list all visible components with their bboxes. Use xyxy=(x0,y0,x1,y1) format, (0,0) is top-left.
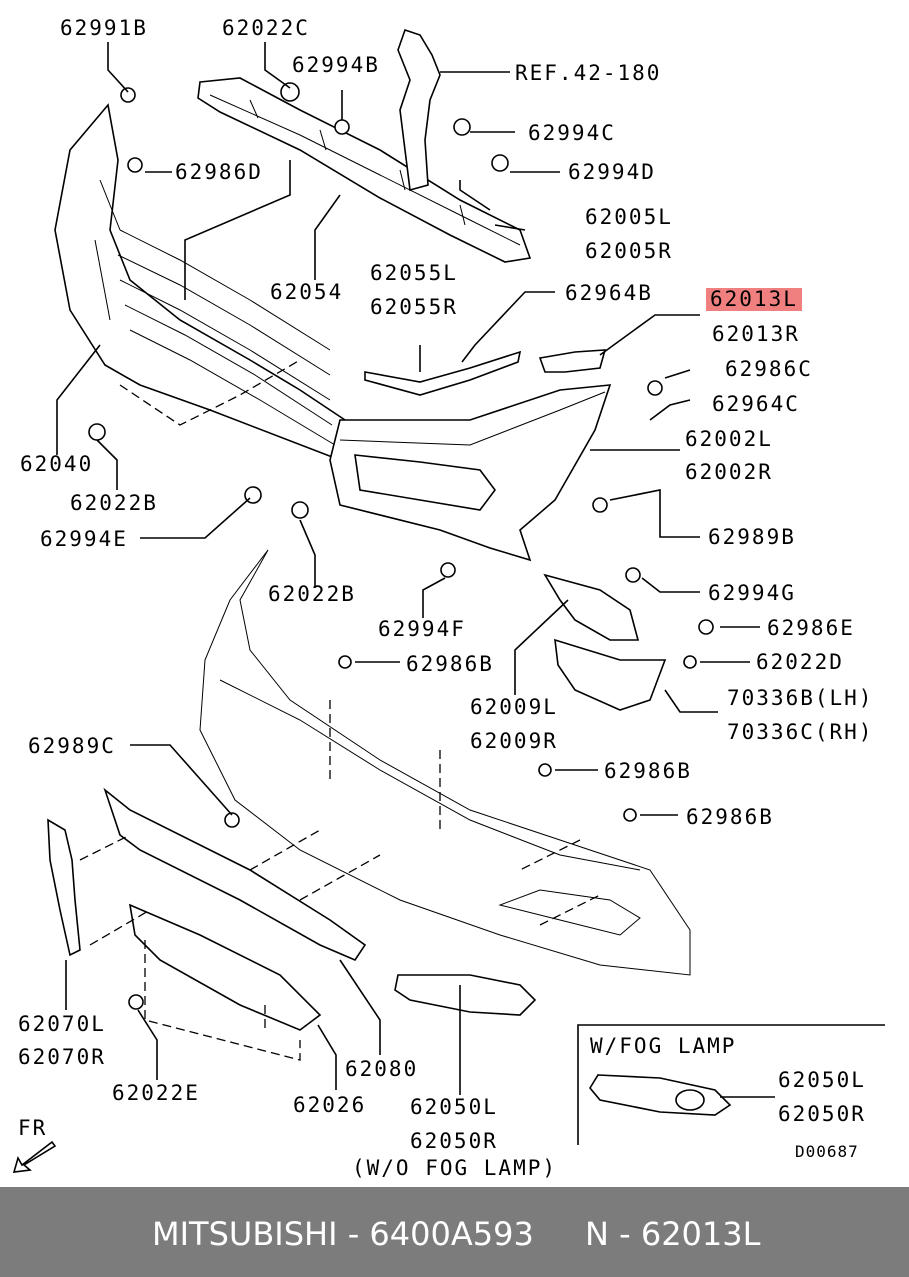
label-62002L: 62002L xyxy=(685,427,773,451)
label-wo-fog-lamp: (W/O FOG LAMP) xyxy=(352,1156,558,1180)
upper-reinforcement-bar xyxy=(197,77,532,263)
label-62994G: 62994G xyxy=(708,581,796,605)
label-62002R: 62002R xyxy=(685,460,773,484)
label-62022C: 62022C xyxy=(222,16,310,40)
label-62050R-fog: 62050R xyxy=(778,1102,866,1126)
moulding-strip xyxy=(364,350,522,396)
label-drawing-code: D00687 xyxy=(795,1142,859,1161)
label-62013R: 62013R xyxy=(712,322,800,346)
label-62050R: 62050R xyxy=(410,1129,498,1153)
label-62991B: 62991B xyxy=(60,16,148,40)
label-62986D: 62986D xyxy=(175,160,263,184)
label-62964C: 62964C xyxy=(712,392,800,416)
label-62050L: 62050L xyxy=(410,1095,498,1119)
fog-cover-wo xyxy=(394,974,537,1016)
label-62986B-c: 62986B xyxy=(686,805,774,829)
label-62994F: 62994F xyxy=(378,617,466,641)
label-62022B-lower: 62022B xyxy=(268,582,356,606)
label-62022D: 62022D xyxy=(756,650,844,674)
fog-cover-w xyxy=(589,1074,732,1116)
label-62994B: 62994B xyxy=(292,53,380,77)
label-w-fog-lamp: W/FOG LAMP xyxy=(590,1034,737,1058)
label-62986B-b: 62986B xyxy=(604,759,692,783)
label-70336C: 70336C(RH) xyxy=(727,720,874,744)
label-62989C: 62989C xyxy=(28,734,116,758)
label-62986C: 62986C xyxy=(725,357,813,381)
front-arrow-icon xyxy=(12,1140,57,1173)
label-62055L: 62055L xyxy=(370,261,458,285)
label-62022E: 62022E xyxy=(112,1081,200,1105)
ref-bracket xyxy=(397,28,441,192)
side-bracket-62009 xyxy=(543,573,667,711)
leader-lines xyxy=(56,42,775,1098)
dashed-guides xyxy=(79,359,601,1061)
label-62013L-highlighted[interactable]: 62013L xyxy=(706,288,802,311)
footer-bar: MITSUBISHI - 6400A593 N - 62013L xyxy=(0,1187,909,1277)
label-62005L: 62005L xyxy=(585,205,673,229)
label-62070L: 62070L xyxy=(18,1012,106,1036)
label-70336B: 70336B(LH) xyxy=(727,686,874,710)
label-ref-42-180: REF.42-180 xyxy=(515,61,662,85)
label-62040: 62040 xyxy=(20,452,94,476)
label-62055R: 62055R xyxy=(370,295,458,319)
footer-reference: N - 62013L xyxy=(585,1215,761,1253)
bumper-bracket-62013 xyxy=(538,349,607,373)
label-62050L-fog: 62050L xyxy=(778,1068,866,1092)
label-62994C: 62994C xyxy=(528,121,616,145)
fog-lamp-inset-box xyxy=(577,1024,885,1145)
lower-bumper xyxy=(199,549,691,976)
label-fr: FR xyxy=(18,1116,48,1140)
label-62080: 62080 xyxy=(345,1057,419,1081)
grille xyxy=(54,103,346,462)
lower-reinforcement xyxy=(103,787,367,1031)
label-62054: 62054 xyxy=(270,280,344,304)
parts-diagram xyxy=(12,28,885,1173)
side-trim-62070 xyxy=(47,818,81,957)
label-62994E: 62994E xyxy=(40,527,128,551)
label-62005R: 62005R xyxy=(585,239,673,263)
label-62989B: 62989B xyxy=(708,525,796,549)
fasteners xyxy=(88,82,714,1010)
label-62986E: 62986E xyxy=(767,616,855,640)
label-62026: 62026 xyxy=(293,1093,367,1117)
label-62009L: 62009L xyxy=(470,695,558,719)
bumper-corner xyxy=(329,384,612,562)
footer-brand-part-number: MITSUBISHI - 6400A593 xyxy=(152,1215,534,1253)
label-62009R: 62009R xyxy=(470,729,558,753)
label-62070R: 62070R xyxy=(18,1045,106,1069)
label-62994D: 62994D xyxy=(568,160,656,184)
label-62964B: 62964B xyxy=(565,281,653,305)
label-62986B-a: 62986B xyxy=(406,652,494,676)
exploded-view-drawing xyxy=(12,28,885,1173)
label-62022B-upper: 62022B xyxy=(70,491,158,515)
